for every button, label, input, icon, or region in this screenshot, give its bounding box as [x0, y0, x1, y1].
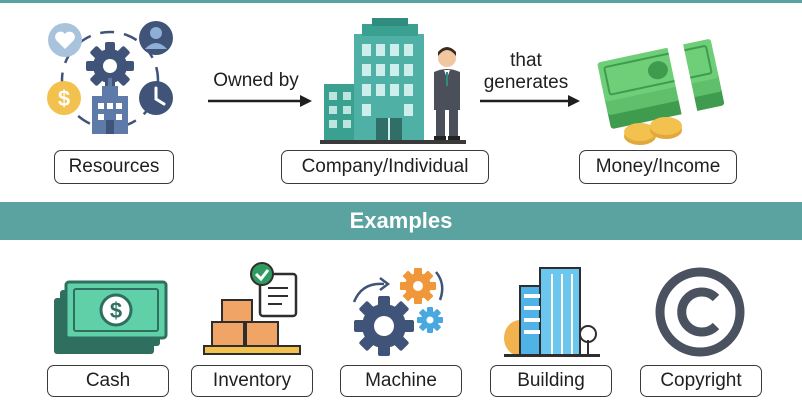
- gear-icon: [86, 42, 134, 90]
- svg-text:$: $: [58, 86, 70, 111]
- svg-text:$: $: [110, 298, 122, 323]
- check-badge-icon: [250, 262, 274, 286]
- company-building-icon: [320, 18, 466, 144]
- gold-coins-icon: [624, 117, 682, 145]
- money-income-label: Money/Income: [579, 150, 737, 184]
- person-icon: [139, 21, 173, 55]
- building-icon: [504, 267, 600, 357]
- inventory-icon: [203, 262, 301, 355]
- example-label-cash: Cash: [47, 365, 169, 397]
- clock-icon: [139, 81, 173, 115]
- small-building-icon: [92, 78, 128, 134]
- money-stack-icon: [597, 39, 725, 145]
- owned-by-text: Owned by: [213, 70, 299, 91]
- dollar-coin-icon: $: [47, 81, 81, 115]
- example-label-inventory: Inventory: [191, 365, 313, 397]
- cash-icon: $: [54, 280, 168, 354]
- resources-label: Resources: [54, 150, 174, 184]
- arrow-right-icon-2: [480, 95, 580, 107]
- example-label-building: Building: [490, 365, 612, 397]
- company-individual-label: Company/Individual: [281, 150, 489, 184]
- generates-text: generates: [483, 72, 569, 93]
- example-label-machine: Machine: [340, 365, 462, 397]
- arrow-right-icon: [208, 95, 312, 107]
- examples-banner: Examples: [0, 202, 802, 240]
- top-divider: [0, 0, 802, 3]
- copyright-icon: [655, 267, 745, 357]
- heart-icon: [48, 23, 82, 57]
- resources-cluster-icon: $: [47, 21, 173, 134]
- that-text: that: [510, 50, 542, 71]
- example-label-copyright: Copyright: [640, 365, 762, 397]
- businessman-icon: [434, 47, 460, 140]
- machine-icon: [352, 268, 444, 356]
